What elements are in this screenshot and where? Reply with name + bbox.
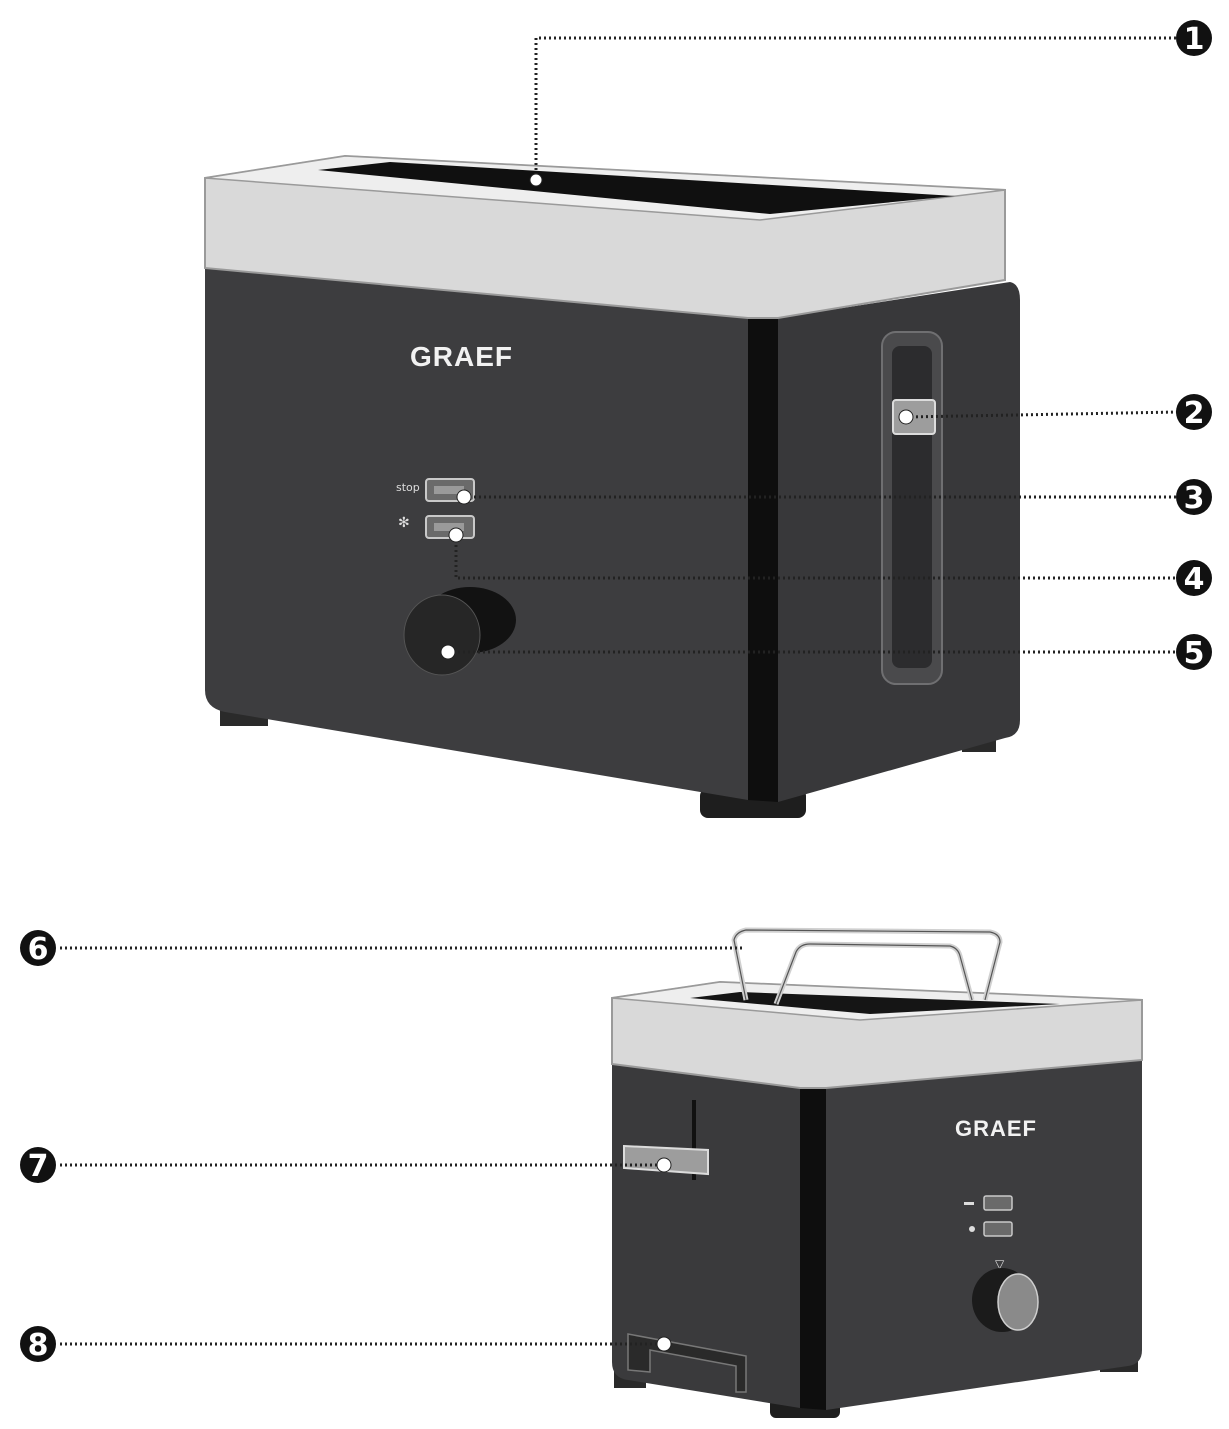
toaster2-stop-icon xyxy=(964,1202,974,1205)
leader-lines xyxy=(60,36,1179,1346)
browning-knob[interactable] xyxy=(403,594,481,676)
toaster2-body-edge xyxy=(800,1088,826,1410)
dot-5 xyxy=(440,644,456,660)
toaster2-browning-knob[interactable] xyxy=(997,1273,1039,1331)
callout-1: 1 xyxy=(1176,20,1212,57)
dot-2 xyxy=(898,409,914,425)
svg-text:2: 2 xyxy=(1184,396,1205,431)
brand-logo-bottom: GRAEF xyxy=(955,1116,1037,1141)
bun-warmer-rack-outline xyxy=(733,929,1001,1005)
crumb-tray[interactable] xyxy=(627,1333,747,1393)
svg-text:3: 3 xyxy=(1184,481,1205,516)
svg-text:1: 1 xyxy=(1184,22,1205,57)
svg-text:5: 5 xyxy=(1184,636,1205,671)
toast-lever[interactable] xyxy=(892,399,936,435)
callout-badges: 1 2 3 4 5 6 7 8 xyxy=(20,20,1212,1363)
dot-1 xyxy=(529,173,543,187)
toaster-body-edge xyxy=(748,318,778,802)
lever-guide xyxy=(692,1100,696,1180)
brand-logo-top: GRAEF xyxy=(410,341,513,372)
svg-text:6: 6 xyxy=(28,932,49,967)
toaster2-stop-button[interactable] xyxy=(983,1195,1013,1211)
leader-1 xyxy=(534,36,1178,180)
knob-marker-icon: ▽ xyxy=(995,1257,1005,1271)
toaster-side-view: GRAEF ▽ xyxy=(611,927,1143,1418)
callout-8: 8 xyxy=(20,1326,56,1363)
svg-text:4: 4 xyxy=(1184,562,1205,597)
callout-6: 6 xyxy=(20,930,56,967)
callout-3: 3 xyxy=(1176,479,1212,516)
lever-slot-inner xyxy=(892,346,932,668)
callout-4: 4 xyxy=(1176,560,1212,597)
toaster-front-view: GRAEF stop ✻ xyxy=(204,154,1020,818)
callout-7: 7 xyxy=(20,1147,56,1184)
toaster2-defrost-icon xyxy=(969,1226,975,1232)
toaster-body-front xyxy=(205,268,748,800)
dot-4 xyxy=(448,527,464,543)
toaster2-defrost-button[interactable] xyxy=(983,1221,1013,1237)
defrost-icon: ✻ xyxy=(398,515,410,531)
bread-slot xyxy=(318,162,955,214)
leader-dots xyxy=(440,173,914,1352)
callout-2: 2 xyxy=(1176,394,1212,431)
toaster2-slot xyxy=(690,992,1060,1014)
dot-7 xyxy=(656,1157,672,1173)
callout-5: 5 xyxy=(1176,634,1212,671)
leader-2 xyxy=(905,410,1179,419)
dot-8 xyxy=(656,1336,672,1352)
svg-text:7: 7 xyxy=(28,1149,49,1184)
defrost-button-face xyxy=(434,523,464,531)
stop-button-face xyxy=(434,486,464,494)
svg-text:8: 8 xyxy=(28,1328,49,1363)
dot-3 xyxy=(456,489,472,505)
stop-label: stop xyxy=(396,481,420,494)
